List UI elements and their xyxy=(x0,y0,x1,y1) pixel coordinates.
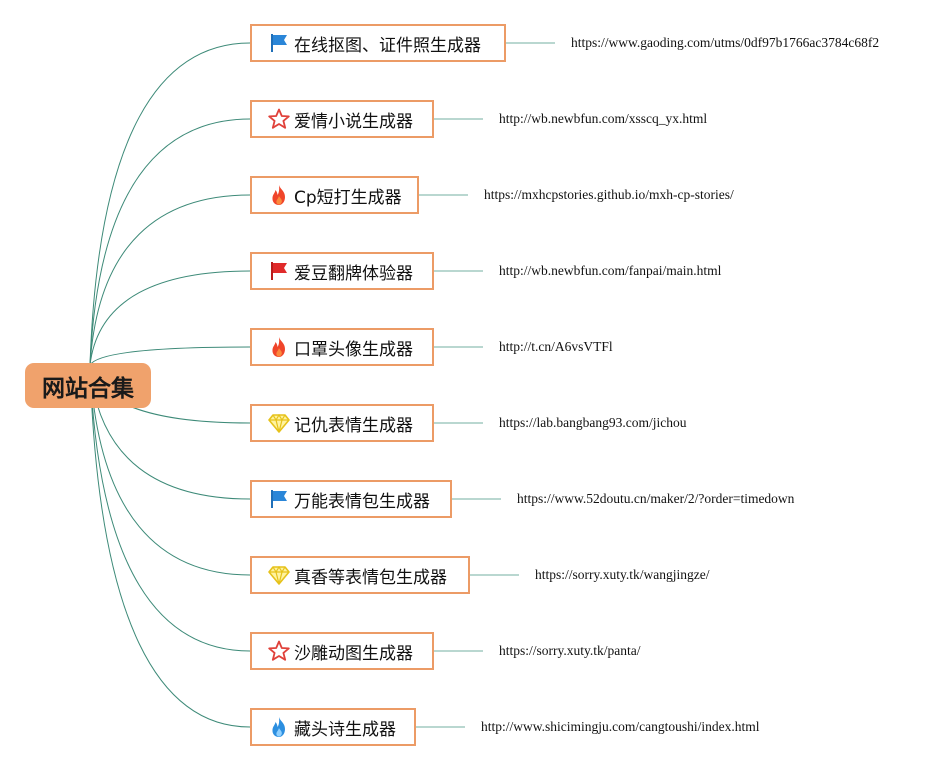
root-node[interactable]: 网站合集 xyxy=(25,363,151,408)
branch-connector xyxy=(89,364,251,652)
branch-label: 爱情小说生成器 xyxy=(294,111,413,132)
branch-url[interactable]: http://wb.newbfun.com/fanpai/main.html xyxy=(499,263,722,278)
branch-label: 口罩头像生成器 xyxy=(294,339,413,360)
branch-node[interactable]: 口罩头像生成器 xyxy=(250,328,434,366)
branch-node[interactable]: 在线抠图、证件照生成器 xyxy=(250,24,506,62)
blue-flag-icon xyxy=(268,32,290,54)
red-star-icon xyxy=(268,640,290,662)
branch-url[interactable]: https://www.gaoding.com/utms/0df97b1766a… xyxy=(571,35,880,50)
yellow-diamond-icon xyxy=(268,564,290,586)
blue-flag-icon xyxy=(268,488,290,510)
branch-label: 沙雕动图生成器 xyxy=(294,643,413,664)
red-star-icon xyxy=(268,108,290,130)
branch-connector xyxy=(89,270,251,366)
red-flag-icon xyxy=(268,260,290,282)
branch-label: 万能表情包生成器 xyxy=(294,491,430,512)
branch-node[interactable]: 爱豆翻牌体验器 xyxy=(250,252,434,290)
branch-label: 真香等表情包生成器 xyxy=(294,567,447,588)
branch-url[interactable]: http://www.shicimingju.com/cangtoushi/in… xyxy=(481,719,760,734)
branch-connector xyxy=(89,364,251,728)
branch-connector xyxy=(89,364,251,576)
branch-url[interactable]: https://www.52doutu.cn/maker/2/?order=ti… xyxy=(517,491,795,506)
branch-url[interactable]: https://mxhcpstories.github.io/mxh-cp-st… xyxy=(484,187,734,202)
branch-label: 在线抠图、证件照生成器 xyxy=(294,35,481,56)
root-label: 网站合集 xyxy=(42,375,134,402)
branch-label: 藏头诗生成器 xyxy=(294,719,396,740)
branch-connector xyxy=(89,194,251,366)
branch-node[interactable]: 记仇表情生成器 xyxy=(250,404,434,442)
branch-label: 记仇表情生成器 xyxy=(294,415,413,436)
branch-label: 爱豆翻牌体验器 xyxy=(294,263,413,284)
branch-connector xyxy=(89,346,251,366)
branch-node[interactable]: 真香等表情包生成器 xyxy=(250,556,470,594)
branch-url[interactable]: http://t.cn/A6vsVTFl xyxy=(499,339,613,354)
red-fire-icon xyxy=(268,184,290,206)
branch-connector xyxy=(89,42,251,366)
branch-node[interactable]: 藏头诗生成器 xyxy=(250,708,416,746)
branch-node[interactable]: Cp短打生成器 xyxy=(250,176,419,214)
branch-url[interactable]: https://sorry.xuty.tk/wangjingze/ xyxy=(535,567,710,582)
branch-node[interactable]: 爱情小说生成器 xyxy=(250,100,434,138)
branch-url[interactable]: https://lab.bangbang93.com/jichou xyxy=(499,415,687,430)
branch-node[interactable]: 沙雕动图生成器 xyxy=(250,632,434,670)
yellow-diamond-icon xyxy=(268,412,290,434)
blue-fire-icon xyxy=(268,716,290,738)
branch-label: Cp短打生成器 xyxy=(294,187,402,208)
red-fire-icon xyxy=(268,336,290,358)
branch-node[interactable]: 万能表情包生成器 xyxy=(250,480,452,518)
branch-url[interactable]: https://sorry.xuty.tk/panta/ xyxy=(499,643,641,658)
branch-connector xyxy=(89,118,251,366)
branch-url[interactable]: http://wb.newbfun.com/xsscq_yx.html xyxy=(499,111,708,126)
